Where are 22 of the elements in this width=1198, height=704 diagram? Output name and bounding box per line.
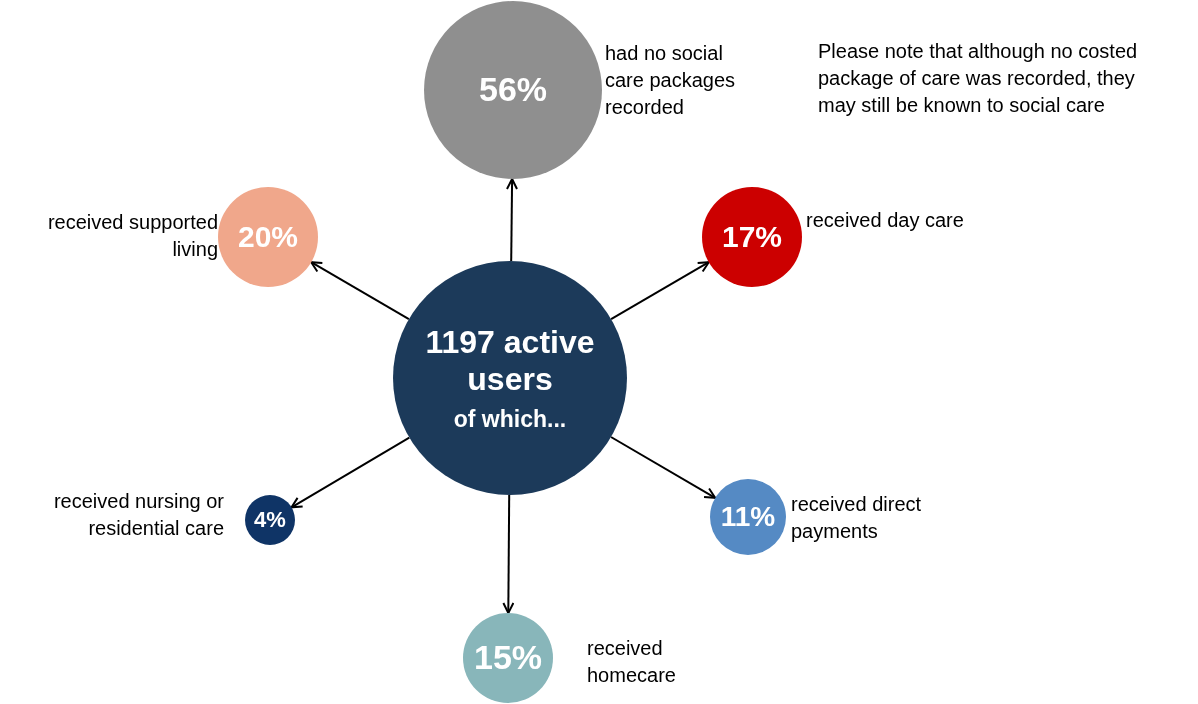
percentage-value: 56% [478, 70, 548, 110]
caption-text: had no social care packages recorded [605, 41, 737, 120]
caption-text: received direct payments [791, 492, 923, 544]
arrow [506, 178, 518, 262]
caption-text: received nursing or residential care [52, 489, 224, 541]
percentage-value: 15% [473, 638, 543, 678]
arrow [502, 494, 515, 614]
arrow [310, 261, 410, 321]
note-text: Please note that although no costed package of care was recorded, they may still be known to social care [818, 39, 1139, 118]
circle-node [245, 495, 295, 545]
node-title: 1197 active users [424, 324, 596, 398]
percentage-value: 17% [721, 219, 782, 255]
arrow [290, 436, 411, 509]
caption-text: received homecare [587, 636, 677, 688]
percentage-value: 20% [237, 219, 298, 255]
caption-text: received day care [806, 208, 965, 233]
node-subtitle: of which... [453, 405, 567, 432]
arrow [610, 436, 717, 499]
percentage-value: 4% [254, 507, 286, 533]
caption-text: received supported living [46, 210, 218, 262]
percentage-value: 11% [720, 500, 776, 534]
arrow [610, 261, 710, 321]
